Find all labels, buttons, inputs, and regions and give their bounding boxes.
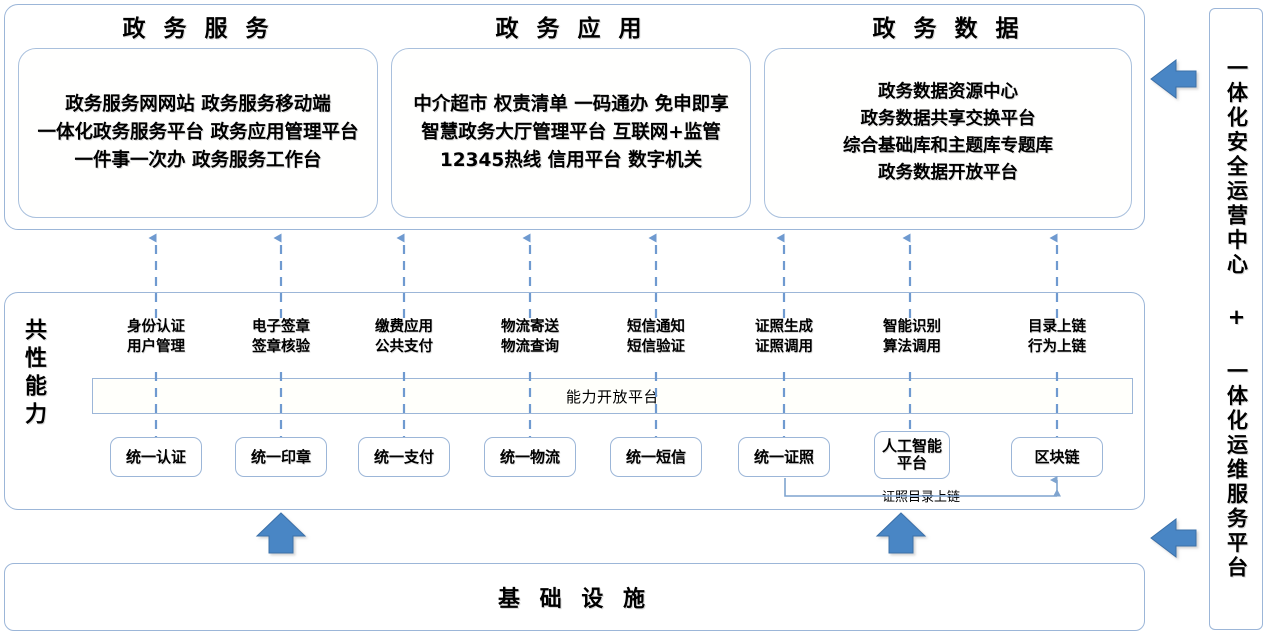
- capability-caption-3: 缴费应用 公共支付: [375, 318, 433, 357]
- capability-chip-ai-platform[interactable]: 人工智能平台: [874, 431, 950, 479]
- infrastructure-label: 基 础 设 施: [498, 587, 651, 612]
- capability-caption-7-line-1: 智能识别: [883, 319, 941, 335]
- capability-caption-4-line-1: 物流寄送: [501, 319, 559, 335]
- capability-chip-unified-payment[interactable]: 统一支付: [358, 437, 450, 477]
- pillar-3-line-1: 政务数据资源中心: [878, 81, 1018, 102]
- pillar-1-line-2: 一体化政务服务平台 政务应用管理平台: [37, 121, 359, 143]
- pillar-3-title: 政 务 数 据: [872, 16, 1024, 42]
- capability-caption-5: 短信通知 短信验证: [627, 318, 685, 357]
- capability-caption-3-line-1: 缴费应用: [375, 319, 433, 335]
- capability-caption-2-line-2: 签章核验: [252, 338, 310, 355]
- capability-caption-5-line-1: 短信通知: [627, 319, 685, 335]
- capability-caption-8-line-2: 行为上链: [1028, 338, 1086, 355]
- capability-chip-unified-sms[interactable]: 统一短信: [610, 437, 702, 477]
- capability-caption-7-line-2: 算法调用: [883, 338, 941, 355]
- left-arrow-group: [1150, 58, 1197, 559]
- capability-caption-5-line-2: 短信验证: [627, 338, 685, 355]
- capability-caption-2: 电子签章 签章核验: [252, 318, 310, 357]
- capability-chip-blockchain[interactable]: 区块链: [1011, 437, 1103, 477]
- capability-caption-6: 证照生成 证照调用: [755, 318, 813, 357]
- capability-chip-unified-license[interactable]: 统一证照: [738, 437, 830, 477]
- pillar-2-box: 中介超市 权责清单 一码通办 免申即享 智慧政务大厅管理平台 互联网+监管 12…: [391, 48, 751, 218]
- capability-chip-5-label: 统一短信: [625, 448, 686, 466]
- capability-caption-8: 目录上链 行为上链: [1028, 318, 1086, 357]
- capability-chip-unified-auth[interactable]: 统一认证: [110, 437, 202, 477]
- pillar-3-line-4: 政务数据开放平台: [878, 163, 1018, 184]
- capability-chip-4-label: 统一物流: [499, 448, 560, 466]
- capability-caption-8-line-1: 目录上链: [1028, 319, 1086, 335]
- pillar-2-title: 政 务 应 用: [495, 16, 647, 42]
- pillar-2-line-1: 中介超市 权责清单 一码通办 免申即享: [413, 93, 729, 115]
- side-panel-security-ops: 一体化安全运营中心 + 一体化运维服务平台: [1209, 8, 1263, 630]
- capability-caption-1: 身份认证 用户管理: [127, 318, 185, 357]
- pillar-government-service: 政 务 服 务 政务服务网网站 政务服务移动端 一体化政务服务平台 政务应用管理…: [18, 10, 378, 222]
- capability-chip-unified-seal[interactable]: 统一印章: [235, 437, 327, 477]
- capability-caption-4: 物流寄送 物流查询: [501, 318, 559, 357]
- capability-caption-4-line-2: 物流查询: [501, 338, 559, 355]
- left-arrow-icon-bottom: [1150, 517, 1197, 559]
- capability-chip-unified-logistics[interactable]: 统一物流: [484, 437, 576, 477]
- up-arrow-icon-right: [875, 512, 927, 554]
- capability-caption-7: 智能识别 算法调用: [883, 318, 941, 357]
- pillar-1-title: 政 务 服 务: [122, 16, 274, 42]
- pillar-3-line-3: 综合基础库和主题库专题库: [843, 136, 1053, 156]
- capability-chip-7-label: 人工智能平台: [881, 436, 942, 472]
- capability-caption-6-line-2: 证照调用: [755, 338, 813, 355]
- connector-label-license-directory-onchain: 证照目录上链: [877, 486, 965, 505]
- capability-caption-1-line-2: 用户管理: [127, 338, 185, 355]
- pillar-2-line-3: 12345热线 信用平台 数字机关: [439, 150, 703, 172]
- pillar-2-line-2: 智慧政务大厅管理平台 互联网+监管: [421, 121, 721, 143]
- capability-open-platform-band: 能力开放平台: [92, 378, 1133, 414]
- pillar-3-line-2: 政务数据共享交换平台: [860, 108, 1036, 129]
- up-arrow-group: [255, 512, 927, 554]
- capability-chip-3-label: 统一支付: [373, 448, 434, 466]
- left-arrow-icon-top: [1150, 58, 1197, 100]
- capability-caption-6-line-1: 证照生成: [755, 319, 813, 335]
- pillar-government-application: 政 务 应 用 中介超市 权责清单 一码通办 免申即享 智慧政务大厅管理平台 互…: [391, 10, 751, 222]
- capability-chip-8-label: 区块链: [1034, 448, 1080, 466]
- capability-layer-side-label: 共性能力: [21, 318, 46, 430]
- capability-open-platform-label: 能力开放平台: [565, 387, 659, 406]
- pillar-1-line-3: 一件事一次办 政务服务工作台: [74, 150, 322, 172]
- up-arrow-icon-left: [255, 512, 307, 554]
- pillar-3-box: 政务数据资源中心 政务数据共享交换平台 综合基础库和主题库专题库 政务数据开放平…: [764, 48, 1132, 218]
- capability-chip-1-label: 统一认证: [125, 448, 186, 466]
- capability-caption-2-line-1: 电子签章: [252, 319, 310, 335]
- capability-chip-6-label: 统一证照: [753, 448, 814, 466]
- capability-caption-3-line-2: 公共支付: [375, 338, 433, 355]
- capability-chip-2-label: 统一印章: [250, 448, 311, 466]
- pillar-1-line-1: 政务服务网网站 政务服务移动端: [65, 93, 331, 115]
- infrastructure-bar: 基 础 设 施: [4, 563, 1145, 631]
- pillar-government-data: 政 务 数 据 政务数据资源中心 政务数据共享交换平台 综合基础库和主题库专题库…: [764, 10, 1132, 222]
- pillar-1-box: 政务服务网网站 政务服务移动端 一体化政务服务平台 政务应用管理平台 一件事一次…: [18, 48, 378, 218]
- side-panel-label: 一体化安全运营中心 + 一体化运维服务平台: [1224, 57, 1249, 581]
- capability-caption-1-line-1: 身份认证: [127, 319, 185, 335]
